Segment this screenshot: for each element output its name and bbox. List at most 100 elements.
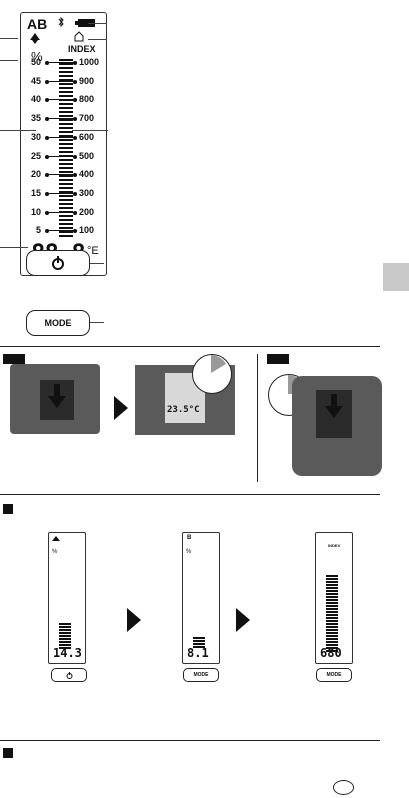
scale-segment <box>59 195 73 197</box>
mini-bar-segment <box>326 650 338 652</box>
mini-bar-segment <box>193 643 205 645</box>
mini-bar-segment <box>326 590 338 592</box>
mini-mode-button[interactable]: MODE <box>316 668 352 682</box>
mode-letters: AB <box>27 16 48 32</box>
scale-dot <box>73 154 77 159</box>
mini-mode-label: MODE <box>326 672 342 678</box>
scale-segment <box>59 147 73 149</box>
scale-right-label: 200 <box>79 206 95 217</box>
scale-segment <box>59 131 73 133</box>
mini-display-3: INDEX 680 <box>315 532 353 664</box>
scale-dot <box>73 229 77 234</box>
callout-line <box>90 322 104 323</box>
scale-segment <box>59 95 73 97</box>
scale-segment <box>59 223 73 225</box>
scale-segment <box>59 119 73 121</box>
scale-segment <box>59 159 73 161</box>
mini-bar-segment <box>59 647 71 649</box>
timer-icon <box>192 354 232 394</box>
scale-tick <box>47 155 77 157</box>
device-photo-press <box>10 364 100 434</box>
mini-bar-segment <box>326 575 338 577</box>
scale-segment <box>59 75 73 77</box>
scale-right-label: 100 <box>79 225 95 236</box>
mode-button[interactable]: MODE <box>26 310 90 336</box>
scale-left-label: 40 <box>30 94 41 105</box>
lock-icon <box>74 31 84 42</box>
scale-tick <box>47 62 77 63</box>
mini-bar-segment <box>59 626 71 628</box>
scale-right-label: 800 <box>79 94 95 105</box>
scale-dot <box>45 229 49 234</box>
step-label-box <box>3 354 25 364</box>
scale-dot <box>45 117 49 122</box>
scale-tick <box>47 80 77 82</box>
scale-right-label: 900 <box>79 75 95 86</box>
scale-segment <box>59 83 73 85</box>
scale-segment <box>59 235 73 237</box>
callout-line <box>90 263 104 264</box>
mini-mode-button[interactable]: MODE <box>183 668 219 682</box>
callout-line <box>0 60 18 61</box>
scale-segment <box>59 79 73 81</box>
mini-bar-segment <box>326 587 338 589</box>
scale-tick <box>47 211 77 213</box>
step-label-box <box>267 354 289 364</box>
mini-mode-label: MODE <box>193 672 209 678</box>
scale-dot <box>45 61 49 65</box>
temperature-readout: 23.5°C <box>167 405 200 415</box>
arrow-right-icon <box>236 608 250 632</box>
mini-bar-segment <box>326 605 338 607</box>
scale-segment <box>59 107 73 109</box>
scale-segment <box>59 175 73 177</box>
page-tab-marker <box>383 263 409 291</box>
scale-right-label: 600 <box>79 131 95 142</box>
scale-segment <box>59 151 73 153</box>
percent-symbol: % <box>31 49 43 64</box>
scale-segment <box>59 115 73 117</box>
scale-dot <box>45 210 49 215</box>
divider <box>0 494 380 495</box>
scale-dot <box>73 191 77 196</box>
mini-bar-segment <box>326 638 338 640</box>
scale-dot <box>45 191 49 196</box>
scale-left-label: 50 <box>30 57 41 67</box>
arrow-right-icon <box>127 608 141 632</box>
scale-left-label: 5 <box>35 225 41 236</box>
power-icon <box>66 671 72 679</box>
mini-bar-segment <box>326 641 338 643</box>
language-oval-icon <box>333 780 354 795</box>
scale-dot <box>73 173 77 178</box>
scale-dot <box>73 61 77 65</box>
scale-dot <box>45 154 49 159</box>
scale-segment <box>59 227 73 229</box>
mini-power-button[interactable] <box>51 668 87 682</box>
scale-tick <box>47 174 77 176</box>
callout-line <box>88 39 106 40</box>
mini-bar-segment <box>59 641 71 643</box>
power-icon <box>52 256 64 270</box>
mini-bar-segment <box>326 602 338 604</box>
scale-left-label: 25 <box>30 150 41 161</box>
scale-segment <box>59 87 73 89</box>
scale-dot <box>73 98 77 103</box>
scale-segment <box>59 163 73 165</box>
scale-right-label: 700 <box>79 113 95 124</box>
mini-bar-segment <box>193 640 205 642</box>
power-button[interactable] <box>26 250 90 276</box>
scale-dot <box>73 210 77 215</box>
scale-dot <box>45 98 49 103</box>
mini-bar-segment <box>326 599 338 601</box>
mini-bar-segment <box>59 629 71 631</box>
mini-bar-segment <box>59 644 71 646</box>
scale-segment <box>59 171 73 173</box>
scale-dot <box>45 173 49 178</box>
percent-symbol: % <box>186 549 192 555</box>
callout-line <box>0 130 36 131</box>
scale-right-label: 1000 <box>79 57 100 67</box>
divider <box>0 740 380 741</box>
tree-icon <box>52 536 60 541</box>
scale-right-label: 300 <box>79 187 95 198</box>
scale-segment <box>59 187 73 189</box>
scale-dot <box>73 79 77 84</box>
